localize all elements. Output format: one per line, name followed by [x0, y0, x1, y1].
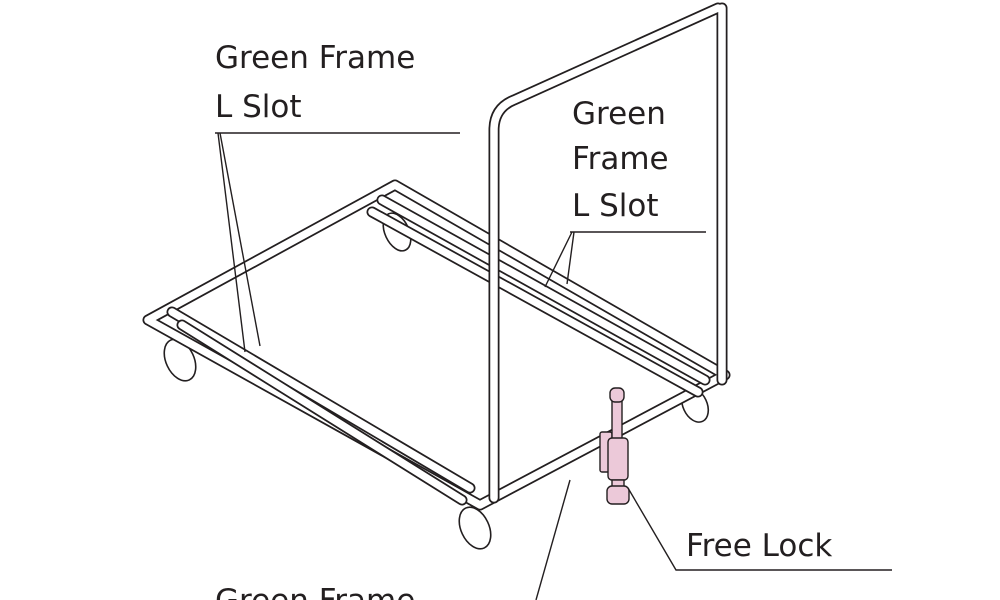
label-frame-right: Frame — [572, 141, 669, 177]
leader-lines — [215, 132, 892, 600]
label-green-frame-top: Green Frame — [215, 40, 415, 76]
base-frame — [142, 179, 731, 511]
free-lock-part — [599, 387, 630, 505]
label-free-lock: Free Lock — [686, 528, 832, 564]
label-green-right: Green — [572, 96, 666, 132]
label-green-frame-bottom: Green Frame — [215, 583, 415, 600]
wheels — [163, 212, 710, 550]
label-l-slot-right: L Slot — [572, 188, 659, 224]
label-l-slot-top: L Slot — [215, 89, 302, 125]
handle-frame — [488, 2, 728, 504]
